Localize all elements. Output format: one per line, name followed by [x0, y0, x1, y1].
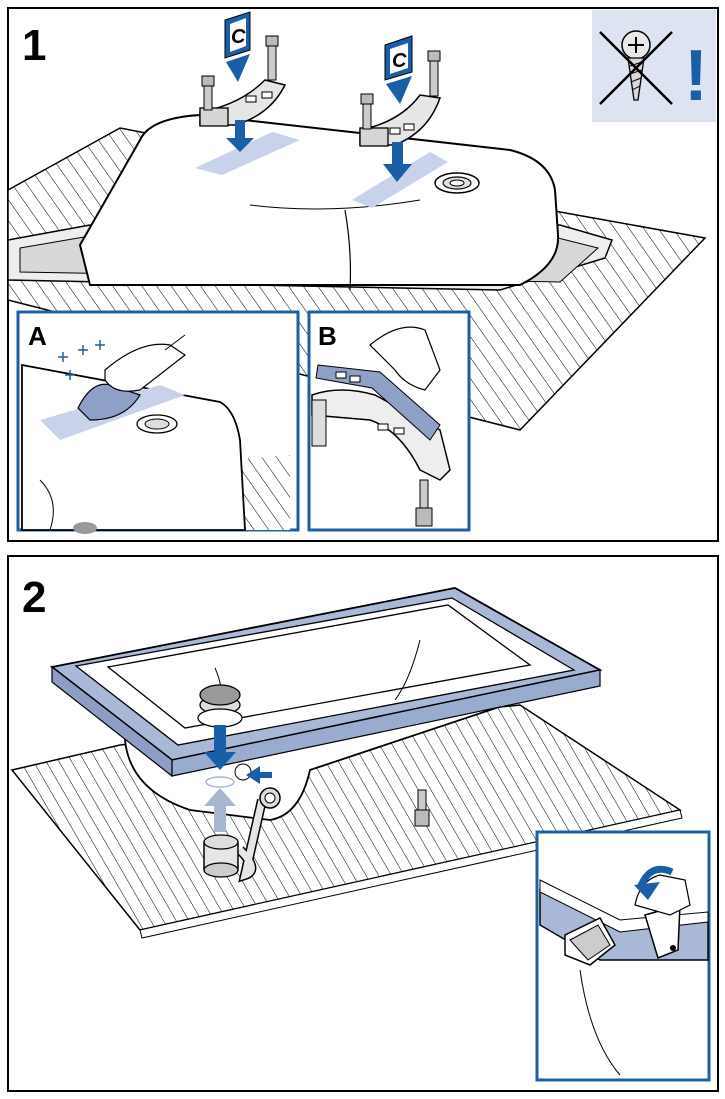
- down-arrow: [226, 120, 254, 152]
- step-2-panel: 2: [7, 555, 719, 1092]
- inset-letter-a: A: [28, 321, 47, 351]
- callout-letter: C: [392, 50, 407, 72]
- step-1-panel: C C ! 1: [7, 7, 719, 542]
- no-screws-icon: [599, 30, 673, 105]
- callout-c-1: C: [224, 11, 251, 82]
- tape-strip: [195, 132, 300, 175]
- warning-box: !: [592, 10, 716, 122]
- callout-c-2: C: [384, 35, 413, 104]
- foot-bracket: [359, 50, 442, 147]
- inset-letter-b: B: [318, 321, 337, 351]
- step-number: 2: [22, 573, 46, 622]
- tape-strip: [352, 152, 448, 208]
- adhesive-strip: [315, 364, 441, 441]
- down-arrow: [204, 725, 236, 770]
- down-arrow: [383, 142, 412, 182]
- inset-b: B: [307, 310, 471, 532]
- inset-detail: [535, 830, 711, 1082]
- sparkle-marks: [58, 340, 105, 380]
- drain-plug: [199, 684, 241, 706]
- callout-letter: C: [231, 26, 246, 48]
- up-arrow: [204, 788, 236, 832]
- cleaning-cloth: [77, 383, 141, 421]
- step-number: 1: [22, 21, 46, 70]
- warning-mark: !: [684, 36, 708, 116]
- inset-a: A: [16, 310, 300, 534]
